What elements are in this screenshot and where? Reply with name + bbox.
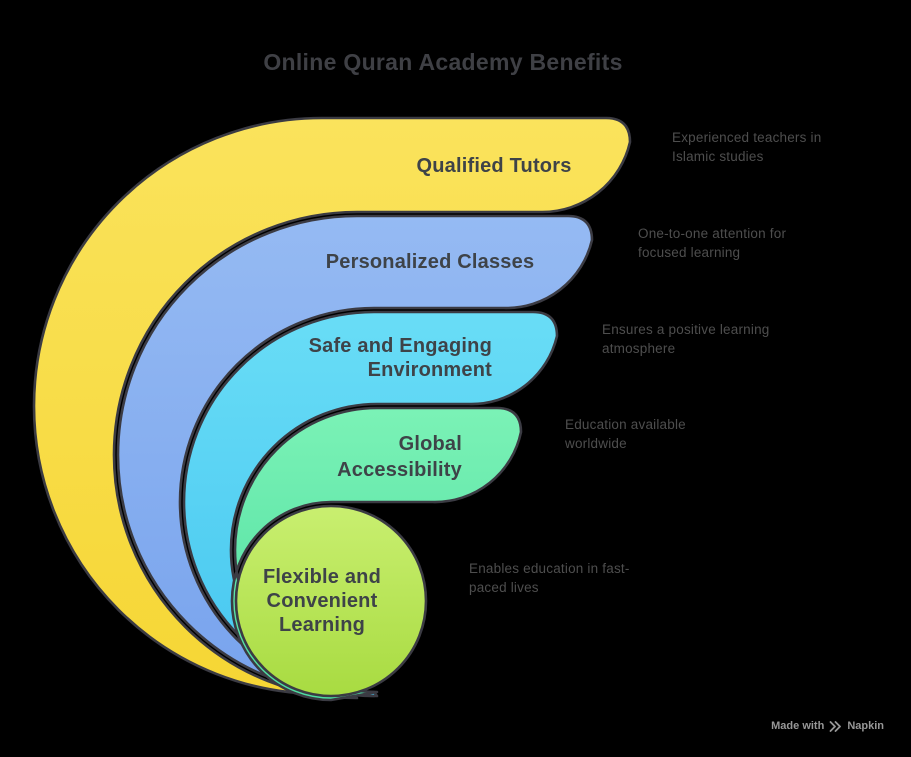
watermark-prefix: Made with	[771, 720, 825, 732]
benefit-shape-qualified-tutors	[32, 116, 632, 700]
benefit-shape-personalized-classes	[116, 214, 594, 698]
description-flexible-learning: Enables education in fast- paced lives	[469, 561, 630, 595]
benefit-shape-flexible-learning	[234, 504, 428, 698]
page-title: Online Quran Academy Benefits	[263, 49, 623, 75]
description-qualified-tutors: Experienced teachers in Islamic studies	[672, 130, 822, 164]
watermark-brand: Napkin	[847, 720, 884, 732]
label-personalized-classes: Personalized Classes	[325, 251, 535, 273]
napkin-logo-icon	[829, 720, 842, 732]
label-safe-environment: Safe and Engaging Environment	[308, 335, 492, 381]
description-global-accessibility: Education available worldwide	[565, 417, 686, 451]
napkin-watermark: Made with Napkin	[771, 720, 884, 732]
description-safe-environment: Ensures a positive learning atmosphere	[602, 322, 770, 356]
label-flexible-learning: Flexible and Convenient Learning	[263, 566, 381, 636]
description-personalized-classes: One-to-one attention for focused learnin…	[638, 226, 787, 260]
label-qualified-tutors: Qualified Tutors	[416, 155, 572, 177]
label-global-accessibility: Global Accessibility	[337, 433, 462, 481]
